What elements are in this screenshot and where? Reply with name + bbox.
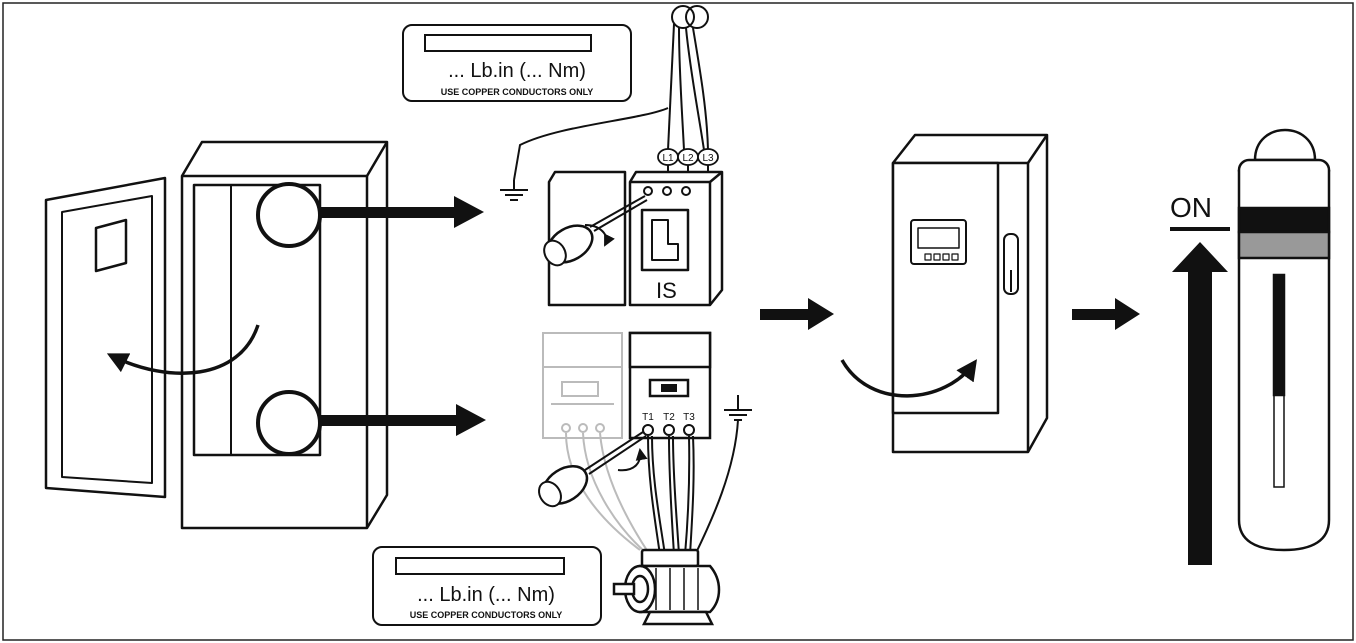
copper-text-top: USE COPPER CONDUCTORS ONLY: [441, 87, 594, 97]
on-label: ON: [1170, 192, 1212, 223]
torque-text-bottom: ... Lb.in (... Nm): [417, 584, 555, 606]
terminal-tags-l: L1 L2 L3: [657, 148, 719, 176]
panel-door: [44, 176, 167, 499]
terminal-l3: L3: [702, 153, 714, 164]
pump-band-black: [1237, 206, 1331, 234]
step-arrow-2: [1072, 298, 1140, 330]
zoom-circle-bottom: [256, 390, 322, 456]
open-electrical-panel: [44, 140, 389, 530]
overload-relay-ghost: [542, 332, 623, 439]
electric-motor: [612, 548, 721, 626]
screwdriver-bottom: [538, 431, 648, 508]
zoom-circle-top: [256, 182, 322, 248]
isolator-switch: IS: [547, 170, 724, 307]
pump-band-gray: [1237, 230, 1331, 260]
isolator-handle: [651, 219, 679, 261]
isolator-handle-external: [1003, 233, 1019, 295]
ground-symbol-bottom: [724, 395, 752, 421]
isolator-label: IS: [656, 278, 677, 303]
on-arrow: [1172, 242, 1228, 565]
on-indicator: ON: [1170, 192, 1230, 565]
pump-dome: [1253, 128, 1317, 162]
zoom-arrow-bottom: [320, 404, 486, 436]
supply-wires: [513, 5, 709, 181]
motor-wires: [647, 419, 739, 556]
copper-text-bottom: USE COPPER CONDUCTORS ONLY: [410, 610, 563, 620]
terminal-l1: L1: [662, 153, 674, 164]
motor-wires-ghost: [565, 432, 651, 556]
terminal-t3: T3: [683, 412, 695, 423]
door-window: [94, 218, 128, 273]
door-open-arrow: [106, 324, 260, 375]
torque-text-top: ... Lb.in (... Nm): [448, 60, 586, 82]
step-arrow-1: [760, 298, 834, 330]
closed-door: [891, 161, 1000, 415]
pump-column: [1237, 128, 1331, 552]
terminal-t2: T2: [663, 412, 675, 423]
contactor: T1 T2 T3: [628, 331, 712, 440]
closed-electrical-panel: [891, 133, 1049, 454]
torque-label-bottom: ... Lb.in (... Nm) USE COPPER CONDUCTORS…: [372, 546, 602, 626]
door-close-arrow: [840, 359, 978, 398]
terminal-t1: T1: [642, 412, 654, 423]
torque-label-top: ... Lb.in (... Nm) USE COPPER CONDUCTORS…: [402, 24, 632, 102]
ground-symbol-top: [500, 180, 528, 201]
zoom-arrow-top: [320, 196, 484, 228]
screwdriver-top: [543, 195, 648, 267]
pump-level: [1272, 273, 1286, 397]
terminal-l2: L2: [682, 153, 694, 164]
